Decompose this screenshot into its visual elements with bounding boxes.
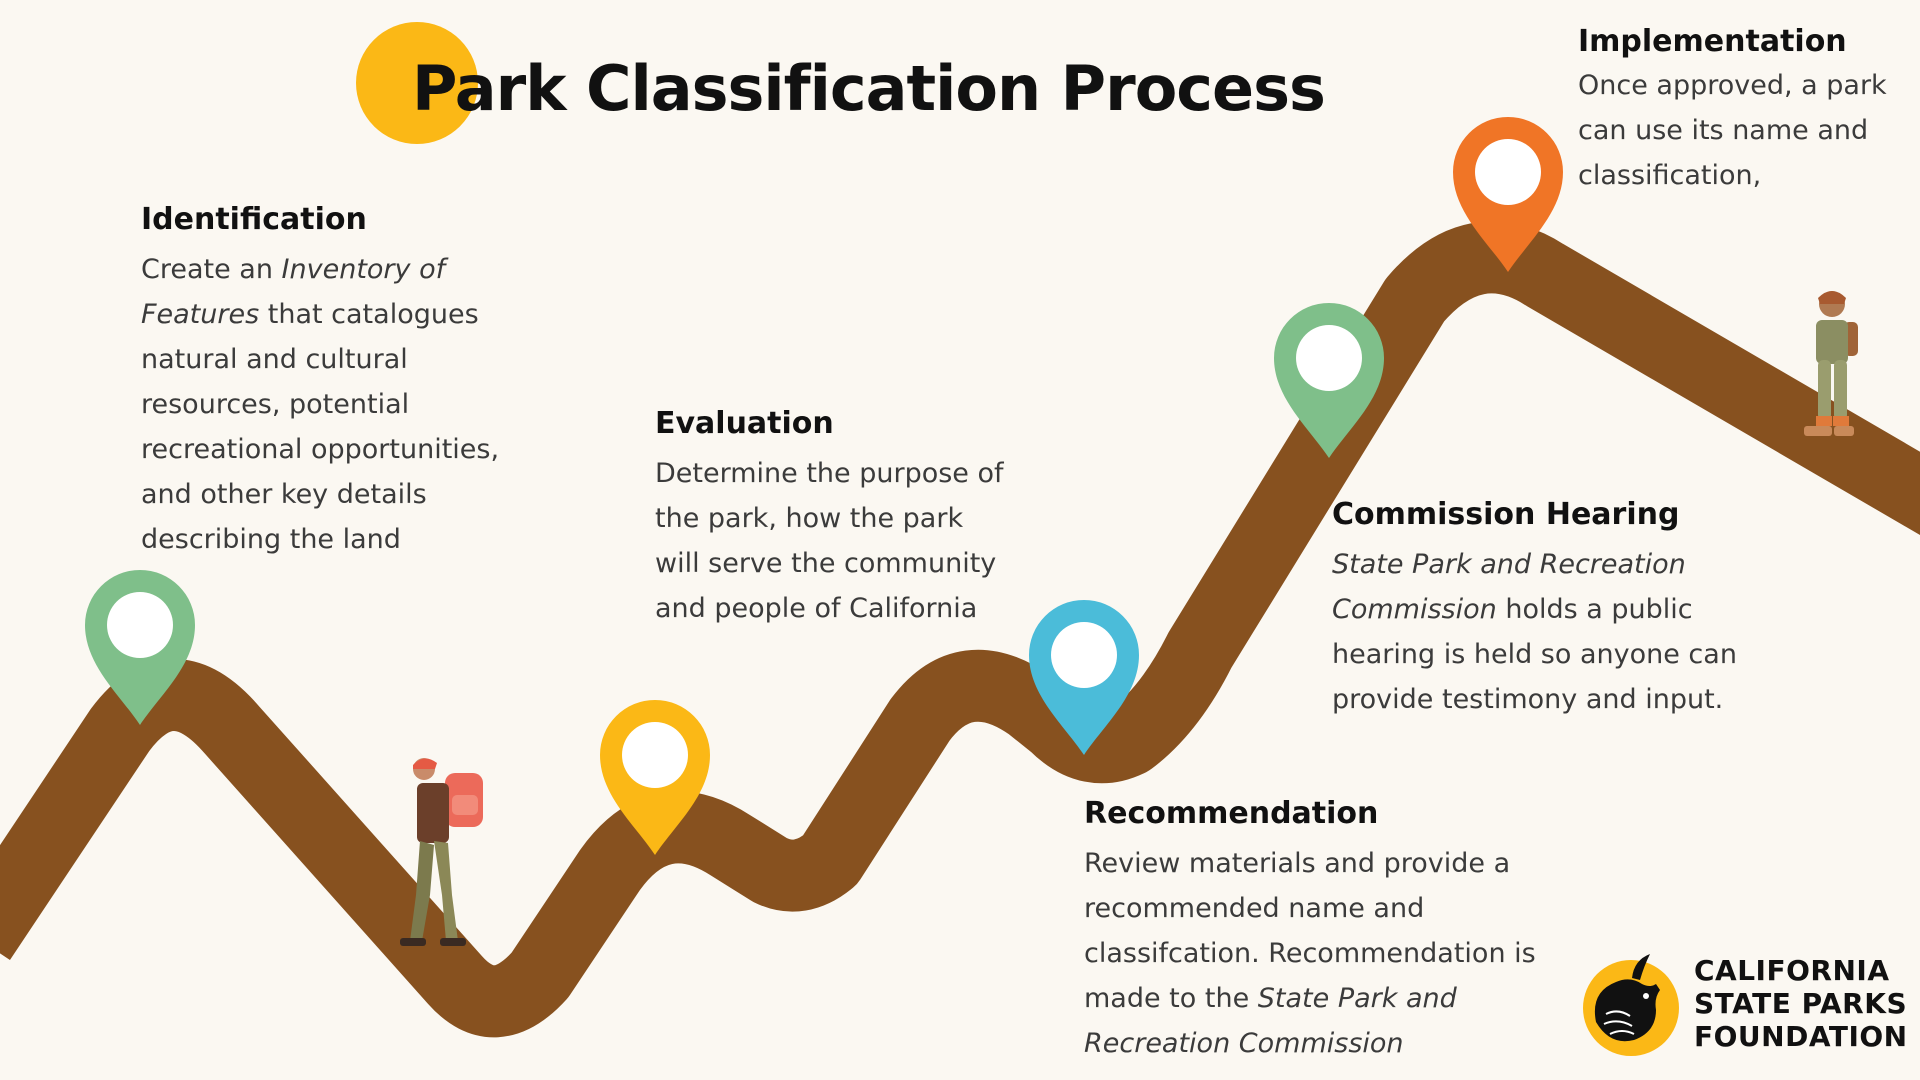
step-description: Create an Inventory of Features that cat… — [141, 254, 500, 555]
step-description: State Park and Recreation Commission hol… — [1332, 549, 1737, 715]
step-heading: Evaluation — [655, 406, 834, 441]
step-heading: Recommendation — [1084, 796, 1379, 831]
pin-evaluation-icon — [600, 699, 710, 855]
pin-commission-hearing-icon — [1274, 302, 1384, 458]
step-commission-hearing: Commission Hearing State Park and Recrea… — [1332, 497, 1792, 722]
step-implementation: Implementation Once approved, a park can… — [1578, 24, 1918, 198]
hiker-with-backpack-icon — [400, 758, 483, 946]
step-evaluation: Evaluation Determine the purpose of the … — [655, 406, 1005, 631]
step-description: Determine the purpose of the park, how t… — [655, 458, 1004, 624]
pin-implementation-icon — [1453, 116, 1563, 272]
step-identification: Identification Create an Inventory of Fe… — [141, 202, 541, 562]
step-heading: Implementation — [1578, 24, 1847, 59]
logo-wordmark: CALIFORNIA STATE PARKS FOUNDATION — [1694, 954, 1908, 1053]
step-description: Once approved, a park can use its name a… — [1578, 70, 1887, 191]
standing-hiker-icon — [1804, 291, 1858, 436]
trail-path — [0, 221, 1920, 1038]
pin-identification-icon — [84, 569, 195, 725]
step-heading: Commission Hearing — [1332, 497, 1680, 532]
title-accent-dot — [356, 22, 478, 144]
step-heading: Identification — [141, 202, 367, 237]
step-recommendation: Recommendation Review materials and prov… — [1084, 796, 1584, 1066]
pin-recommendation-icon — [1029, 599, 1139, 755]
step-description: Review materials and provide a recommend… — [1084, 848, 1536, 1059]
page-title: Park Classification Process — [412, 52, 1326, 125]
quail-icon — [1583, 954, 1679, 1056]
